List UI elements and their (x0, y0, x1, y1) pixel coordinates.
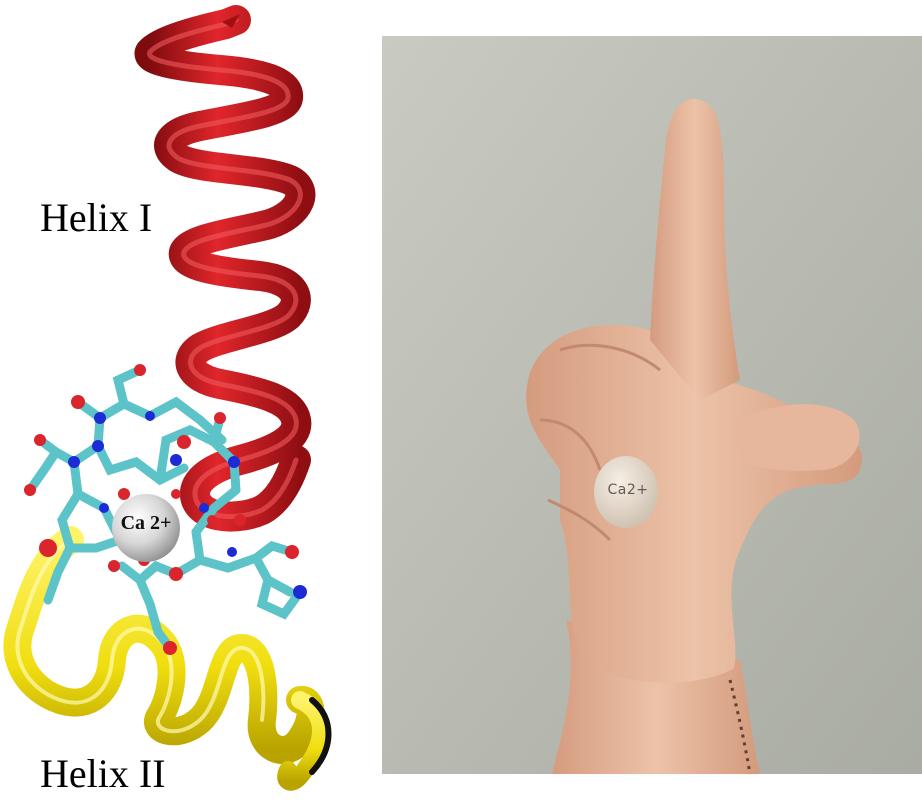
protein-model (17, 14, 328, 782)
calcium-ion-label: Ca 2+ (106, 512, 186, 535)
calcium-ball-label: Ca2+ (598, 482, 658, 498)
helix-one-label: Helix I (40, 198, 152, 238)
thumb (736, 404, 860, 470)
helix-two-label: Helix II (40, 754, 166, 794)
hand-photo (382, 36, 922, 774)
